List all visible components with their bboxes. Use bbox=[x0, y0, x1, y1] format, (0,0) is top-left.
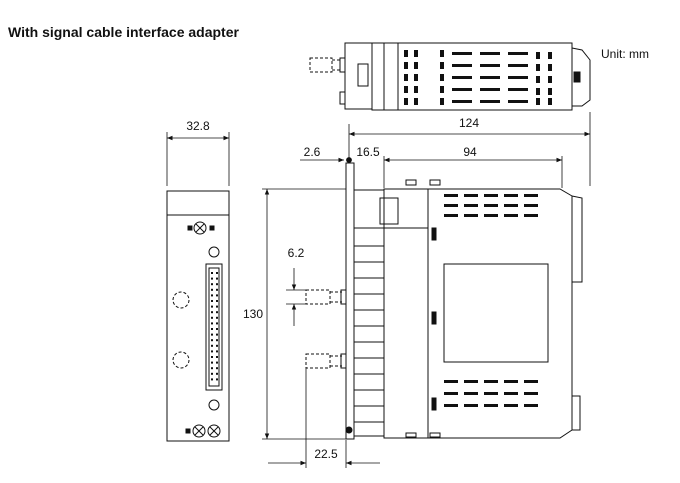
front-bottom-screws bbox=[185, 424, 221, 438]
dim-pitch: 6.2 bbox=[288, 246, 305, 260]
dim-height: 130 bbox=[243, 307, 263, 321]
front-connector-pins bbox=[211, 272, 218, 381]
side-plugs-dashed bbox=[305, 289, 342, 369]
front-connector bbox=[205, 263, 223, 391]
side-view bbox=[305, 162, 583, 440]
hidden-boss-lower bbox=[172, 351, 190, 369]
rib-column bbox=[353, 227, 385, 437]
front-outline bbox=[166, 190, 230, 442]
front-view bbox=[166, 190, 230, 442]
module-body bbox=[383, 188, 573, 439]
dimension-lines bbox=[166, 112, 591, 468]
front-top-screw bbox=[187, 221, 215, 235]
ribs bbox=[354, 245, 384, 423]
hidden-boss-upper bbox=[172, 291, 190, 309]
diagram-title: With signal cable interface adapter bbox=[8, 24, 239, 40]
dim-total-depth: 124 bbox=[459, 116, 479, 130]
top-adapter-tab bbox=[339, 91, 346, 105]
unit-label: Unit: mm bbox=[601, 47, 649, 61]
dim-body-depth: 94 bbox=[463, 145, 477, 159]
front-screw-upper bbox=[208, 246, 220, 258]
dim-width-front: 32.8 bbox=[186, 119, 210, 133]
dim-offset-b: 16.5 bbox=[356, 145, 380, 159]
dim-offset-a: 2.6 bbox=[304, 145, 321, 159]
side-latch-upper bbox=[379, 197, 399, 225]
module-window bbox=[443, 263, 549, 363]
front-screw-lower bbox=[208, 399, 220, 411]
top-plug-dashed bbox=[309, 57, 342, 73]
top-body bbox=[371, 42, 573, 111]
adapter-plate bbox=[345, 162, 355, 440]
top-adapter-stub bbox=[339, 57, 346, 73]
dim-connector-depth: 22.5 bbox=[314, 447, 338, 461]
top-view bbox=[309, 42, 591, 111]
